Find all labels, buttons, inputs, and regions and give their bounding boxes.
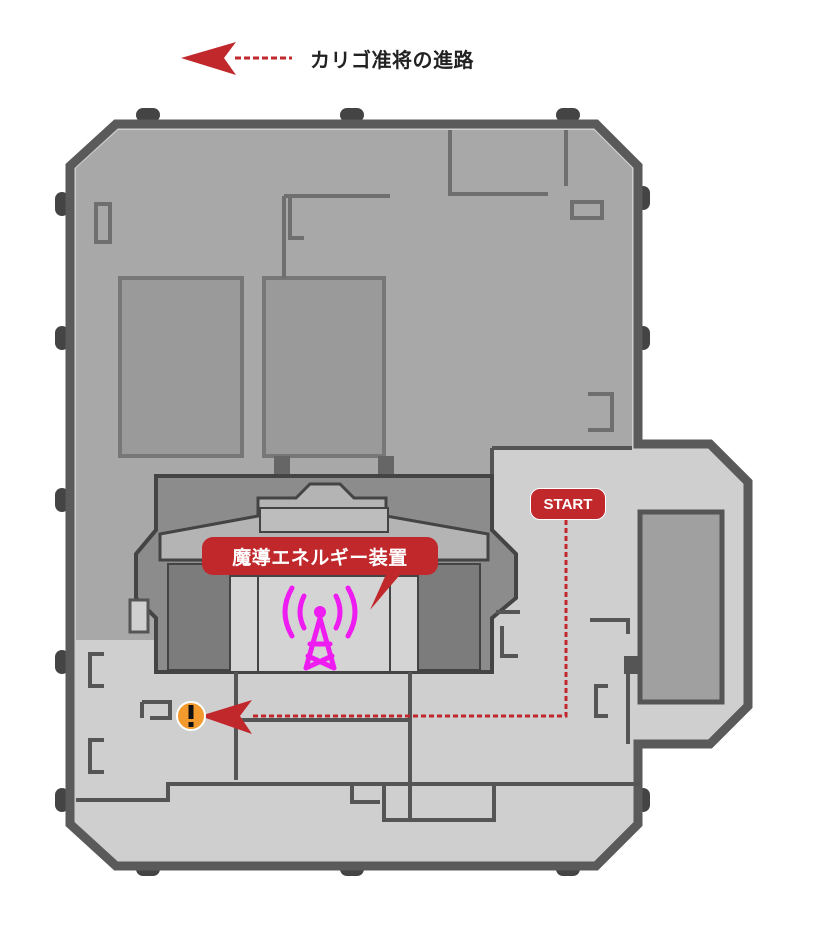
legend: カリゴ准将の進路	[180, 38, 474, 78]
room-a	[118, 276, 244, 458]
radio-tower-icon	[282, 585, 358, 671]
alert-marker	[176, 701, 206, 731]
room-b	[262, 276, 386, 458]
east-block	[637, 509, 725, 705]
legend-label: カリゴ准将の進路	[310, 47, 474, 72]
interior-walls	[94, 130, 614, 432]
route-arrowhead	[200, 700, 252, 734]
start-marker: START	[530, 488, 606, 520]
route-line	[250, 520, 568, 718]
partitions	[76, 446, 640, 822]
device-label: 魔導エネルギー装置	[202, 537, 438, 575]
